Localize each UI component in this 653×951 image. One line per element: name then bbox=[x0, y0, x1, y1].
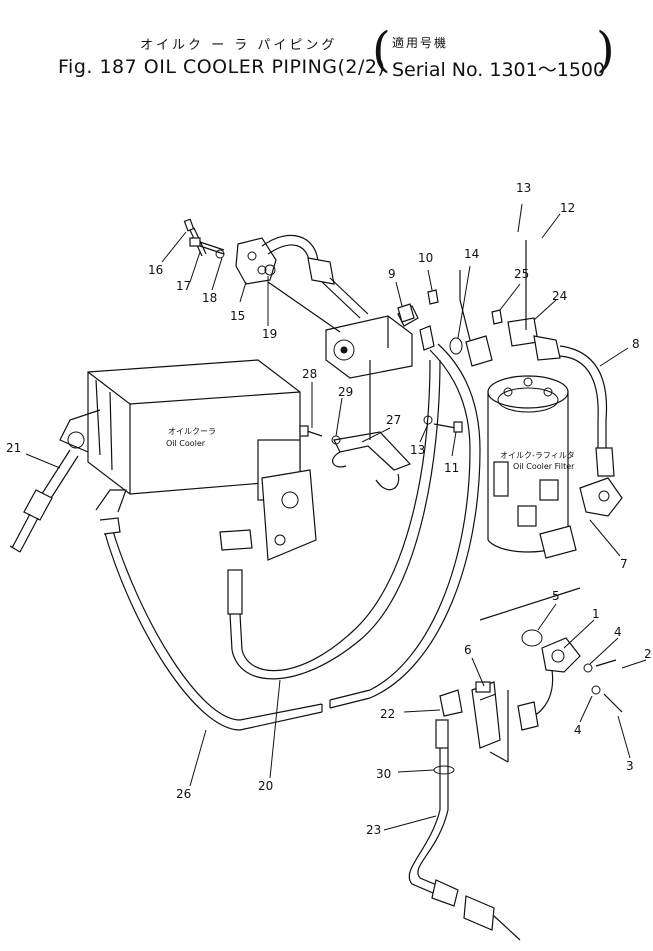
callout-5: 5 bbox=[552, 589, 560, 603]
figure-title: Fig. 187 OIL COOLER PIPING(2/2) bbox=[58, 56, 386, 78]
callout-26: 26 bbox=[176, 787, 191, 801]
callout-3: 3 bbox=[626, 759, 634, 773]
callout-4-upper: 4 bbox=[614, 625, 622, 639]
callout-30: 30 bbox=[376, 767, 391, 781]
callout-12: 12 bbox=[560, 201, 575, 215]
callout-25: 25 bbox=[514, 267, 529, 281]
callout-13-top: 13 bbox=[516, 181, 531, 195]
callout-11: 11 bbox=[444, 461, 459, 475]
callout-29: 29 bbox=[338, 385, 353, 399]
callout-15: 15 bbox=[230, 309, 245, 323]
callout-7: 7 bbox=[620, 557, 628, 571]
fitting-1-5 bbox=[479, 587, 623, 731]
callout-20: 20 bbox=[258, 779, 273, 793]
close-bracket: ) bbox=[596, 22, 615, 78]
callout-19: 19 bbox=[262, 327, 277, 341]
oil-cooler-label-en: Oil Cooler bbox=[166, 439, 206, 448]
callout-22: 22 bbox=[380, 707, 395, 721]
leader-lines bbox=[25, 203, 647, 831]
callout-13-mid: 13 bbox=[410, 443, 425, 457]
open-bracket: ( bbox=[372, 22, 391, 78]
callout-17: 17 bbox=[176, 279, 191, 293]
callout-9: 9 bbox=[388, 267, 396, 281]
callout-24: 24 bbox=[552, 289, 567, 303]
filter-label-jp: オイルク-ラフィルタ bbox=[500, 451, 575, 460]
hose-8 bbox=[507, 240, 615, 477]
valve-6 bbox=[471, 681, 509, 763]
callout-6: 6 bbox=[464, 643, 472, 657]
callout-14: 14 bbox=[464, 247, 479, 261]
bracket-27 bbox=[299, 360, 463, 491]
callout-8: 8 bbox=[632, 337, 640, 351]
hose-20 bbox=[219, 359, 441, 680]
title-japanese: オイルク ー ラ パイピング bbox=[140, 38, 338, 53]
callout-2: 2 bbox=[644, 647, 652, 661]
callout-10: 10 bbox=[418, 251, 433, 265]
bolts-16-17-18 bbox=[183, 218, 276, 276]
callout-4-lower: 4 bbox=[574, 723, 582, 737]
callout-21: 21 bbox=[6, 441, 21, 455]
oil-cooler-label-jp: オイルクーラ bbox=[168, 427, 216, 436]
hose-26 bbox=[95, 489, 323, 731]
center-hose bbox=[329, 343, 481, 709]
filter-label-en: Oil Cooler Filter bbox=[513, 462, 575, 471]
oil-cooler: オイルクーラ Oil Cooler bbox=[59, 359, 317, 561]
callout-27: 27 bbox=[386, 413, 401, 427]
serial-label-japanese: 適用号機 bbox=[392, 36, 449, 50]
top-hose bbox=[235, 234, 369, 333]
callout-18: 18 bbox=[202, 291, 217, 305]
pump-body bbox=[325, 305, 435, 379]
fitting-21 bbox=[9, 449, 79, 553]
header: オイルク ー ラ パイピング Fig. 187 OIL COOLER PIPIN… bbox=[0, 0, 653, 90]
callout-numbers: 16 17 18 15 19 9 10 14 13 12 25 24 8 21 … bbox=[6, 181, 652, 837]
hose-23 bbox=[408, 689, 521, 941]
oil-cooler-filter: オイルク-ラフィルタ Oil Cooler Filter bbox=[487, 375, 623, 559]
callout-23: 23 bbox=[366, 823, 381, 837]
fittings-9-10-14-25 bbox=[397, 270, 503, 367]
callout-1: 1 bbox=[592, 607, 600, 621]
callout-28: 28 bbox=[302, 367, 317, 381]
serial-range: Serial No. 1301～1500 bbox=[392, 59, 606, 81]
callout-16: 16 bbox=[148, 263, 163, 277]
